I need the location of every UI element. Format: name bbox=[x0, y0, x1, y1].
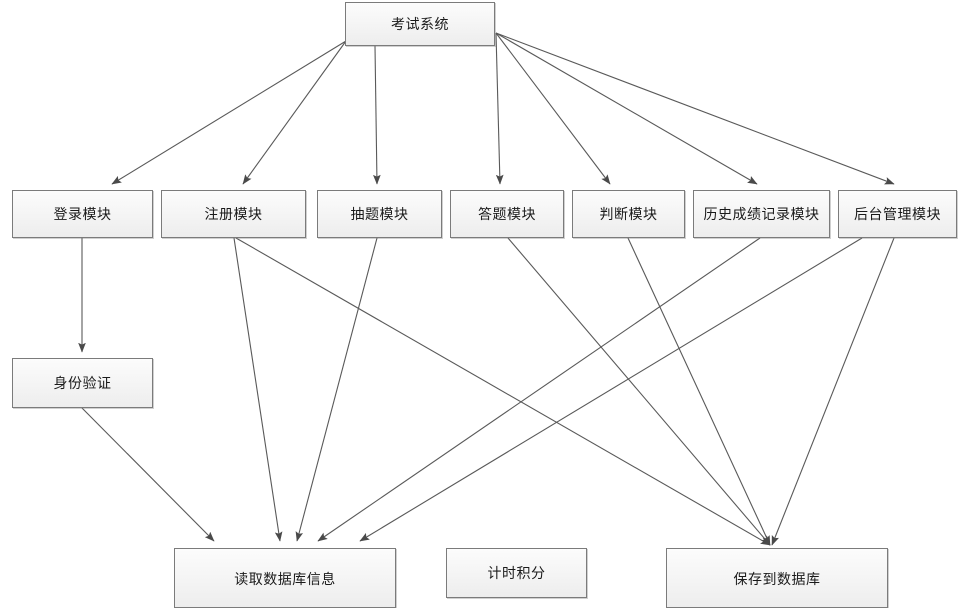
node-label: 计时积分 bbox=[487, 564, 546, 581]
edge-exam-system-to-admin bbox=[495, 32, 895, 185]
node-label: 登录模块 bbox=[53, 205, 112, 222]
edge-question-pick-to-read-db bbox=[295, 237, 378, 542]
node-question-pick[interactable]: 抽题模块 bbox=[317, 190, 442, 238]
node-answer[interactable]: 答题模块 bbox=[450, 190, 564, 238]
edge-register-to-read-db bbox=[233, 237, 283, 542]
node-label: 考试系统 bbox=[391, 15, 449, 32]
node-login[interactable]: 登录模块 bbox=[12, 190, 153, 238]
node-label: 后台管理模块 bbox=[854, 205, 941, 222]
edge-admin-to-save-db bbox=[771, 237, 895, 546]
edge-identity-verify-to-read-db bbox=[81, 407, 215, 542]
node-identity-verify[interactable]: 身份验证 bbox=[12, 358, 153, 408]
edge-exam-system-to-login bbox=[111, 40, 347, 185]
edge-exam-system-to-question-pick bbox=[373, 45, 381, 185]
node-exam-system[interactable]: 考试系统 bbox=[345, 2, 495, 46]
node-label: 判断模块 bbox=[599, 205, 658, 222]
edge-exam-system-to-register bbox=[242, 40, 347, 185]
node-label: 保存到数据库 bbox=[733, 571, 821, 587]
node-label: 历史成绩记录模块 bbox=[703, 205, 820, 222]
edge-judge-to-save-db bbox=[627, 237, 771, 546]
node-label: 身份验证 bbox=[53, 374, 112, 391]
node-history-score[interactable]: 历史成绩记录模块 bbox=[693, 190, 830, 238]
node-label: 抽题模块 bbox=[350, 205, 409, 222]
node-register[interactable]: 注册模块 bbox=[161, 190, 306, 238]
edge-exam-system-to-history-score bbox=[495, 32, 758, 185]
node-admin[interactable]: 后台管理模块 bbox=[838, 190, 957, 238]
edge-group bbox=[78, 32, 895, 546]
edge-register-to-save-db bbox=[235, 237, 771, 546]
edge-history-score-to-read-db bbox=[317, 237, 761, 542]
edge-admin-to-read-db bbox=[359, 237, 863, 542]
node-read-db[interactable]: 读取数据库信息 bbox=[174, 548, 396, 608]
node-timing-score[interactable]: 计时积分 bbox=[446, 548, 587, 598]
node-label: 注册模块 bbox=[204, 205, 263, 222]
node-judge[interactable]: 判断模块 bbox=[572, 190, 685, 238]
edge-answer-to-save-db bbox=[507, 237, 771, 546]
node-label: 答题模块 bbox=[478, 205, 536, 222]
edge-exam-system-to-answer bbox=[495, 32, 504, 185]
node-label: 读取数据库信息 bbox=[234, 571, 336, 587]
node-save-db[interactable]: 保存到数据库 bbox=[666, 548, 888, 608]
edge-exam-system-to-judge bbox=[495, 32, 611, 185]
